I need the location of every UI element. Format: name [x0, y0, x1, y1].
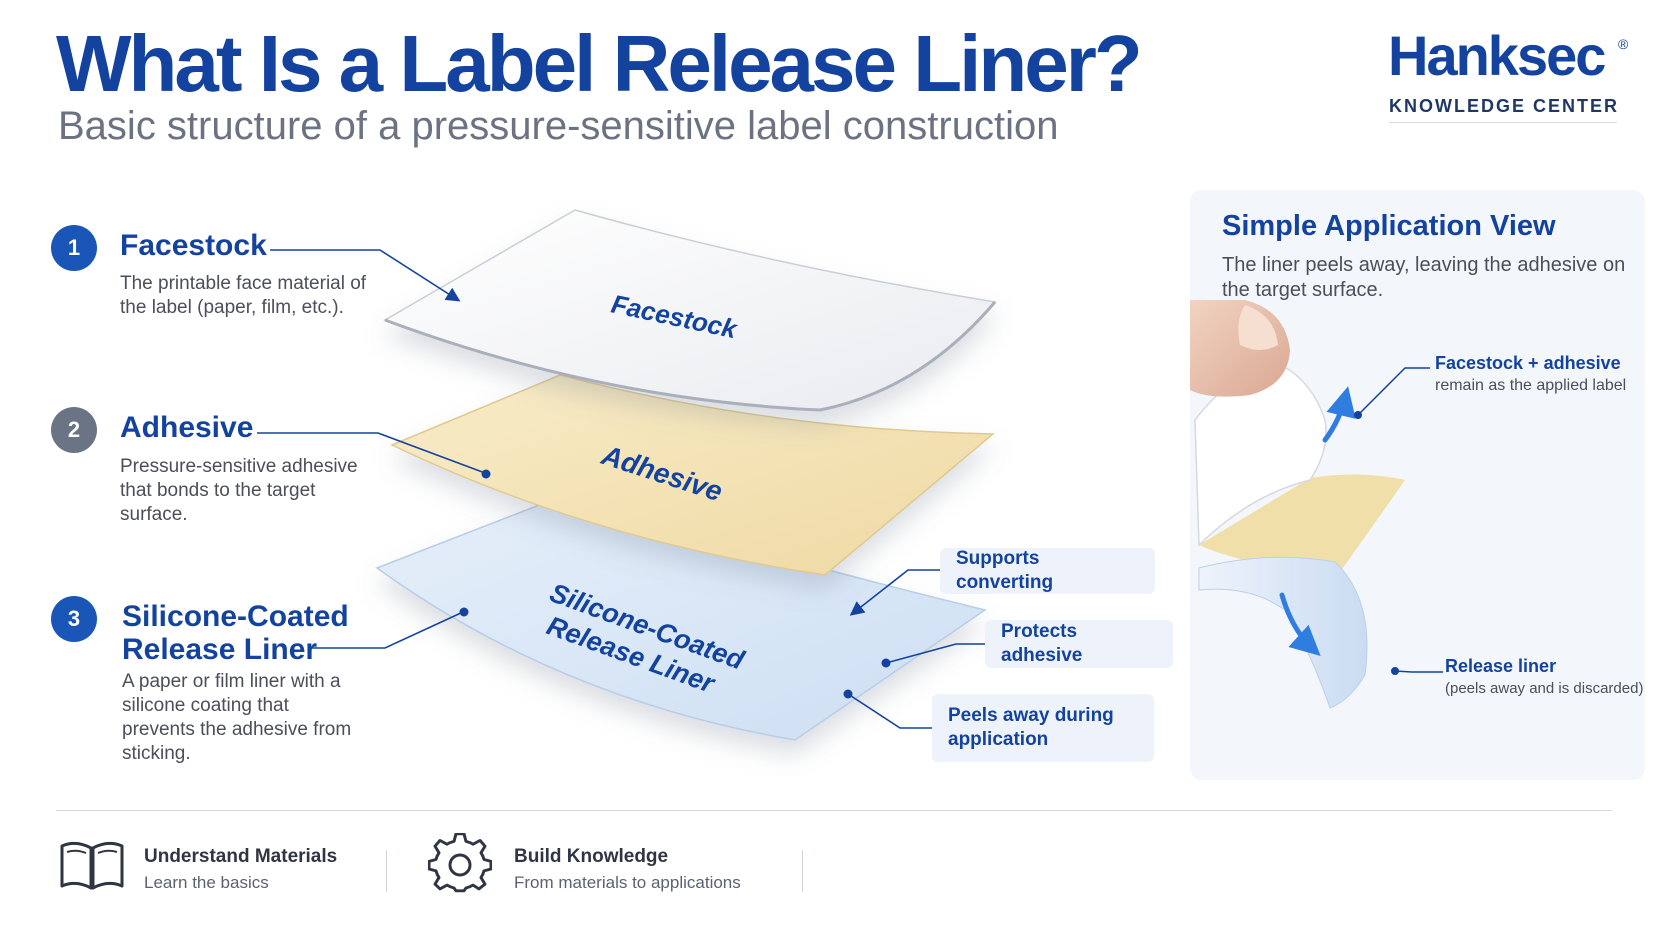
- page-subtitle: Basic structure of a pressure-sensitive …: [58, 104, 1059, 148]
- leader-line-facestock: [270, 249, 461, 302]
- application-view-title: Simple Application View: [1222, 210, 1556, 242]
- footer-item-2-subtitle: From materials to applications: [514, 873, 741, 892]
- peel-illustration: [1190, 300, 1443, 709]
- brand-tagline: KNOWLEDGE CENTER: [1389, 96, 1619, 116]
- leader-line-peels: [843, 689, 932, 729]
- leader-line-release-liner: [1394, 670, 1443, 673]
- gear-icon: [428, 833, 492, 893]
- leader-line-adhesive: [257, 432, 491, 479]
- step-2-badge: 2: [51, 407, 97, 453]
- step-3-badge: 3: [51, 596, 97, 642]
- step-1-badge: 1: [51, 225, 97, 271]
- leader-line-supports: [849, 569, 940, 616]
- adhesive-description: Pressure-sensitive adhesive that bonds t…: [120, 456, 358, 525]
- facestock-sheet: [383, 209, 997, 412]
- liner-description: A paper or film liner with a silicone co…: [122, 671, 352, 764]
- footer-item-1-title: Understand Materials: [144, 846, 338, 867]
- peel-up-arrow: [1322, 386, 1356, 443]
- page-title: What Is a Label Release Liner?: [56, 19, 1143, 108]
- brand-logo: Hanksec: [1388, 24, 1606, 87]
- leader-dot-applied-label: [1354, 411, 1362, 419]
- callout-peels-away: Peels away during application: [932, 694, 1154, 762]
- footer-divider: [56, 810, 1612, 811]
- liner-title-line1: Silicone-Coated: [122, 600, 349, 633]
- peel-down-arrow: [1279, 592, 1321, 657]
- leader-dot-release-liner: [1391, 667, 1399, 675]
- registered-mark: ®: [1618, 36, 1629, 52]
- release-liner-peel: [1198, 556, 1368, 709]
- application-view-description: The liner peels away, leaving the adhesi…: [1222, 254, 1626, 301]
- leader-line-applied-label: [1357, 367, 1430, 416]
- applied-label-title: Facestock + adhesive: [1435, 353, 1621, 373]
- facestock-title: Facestock: [120, 229, 267, 262]
- callout-supports-converting: Supports converting: [940, 548, 1155, 594]
- layer-diagram: Silicone-Coated Release Liner Adhesive F…: [257, 209, 997, 741]
- footer-separator-2: [802, 850, 803, 892]
- leader-line-liner: [310, 607, 469, 649]
- leader-line-protects: [881, 643, 985, 668]
- release-liner-title: Release liner: [1445, 656, 1557, 676]
- callout-protects-adhesive: Protects adhesive: [985, 620, 1173, 668]
- adhesive-sheet: [390, 374, 996, 576]
- book-icon: [60, 841, 124, 890]
- footer-item-1-subtitle: Learn the basics: [144, 873, 269, 892]
- applied-adhesive: [1199, 474, 1405, 572]
- facestock-description: The printable face material of the label…: [120, 273, 367, 318]
- adhesive-title: Adhesive: [120, 411, 254, 444]
- release-liner-note: (peels away and is discarded): [1445, 680, 1644, 697]
- footer-separator-1: [386, 850, 387, 892]
- applied-label-note: remain as the applied label: [1435, 377, 1627, 394]
- footer-item-2-title: Build Knowledge: [514, 846, 669, 867]
- liner-title-line2: Release Liner: [122, 633, 318, 666]
- thumb-illustration: [1190, 300, 1290, 397]
- brand-divider: [1389, 122, 1617, 123]
